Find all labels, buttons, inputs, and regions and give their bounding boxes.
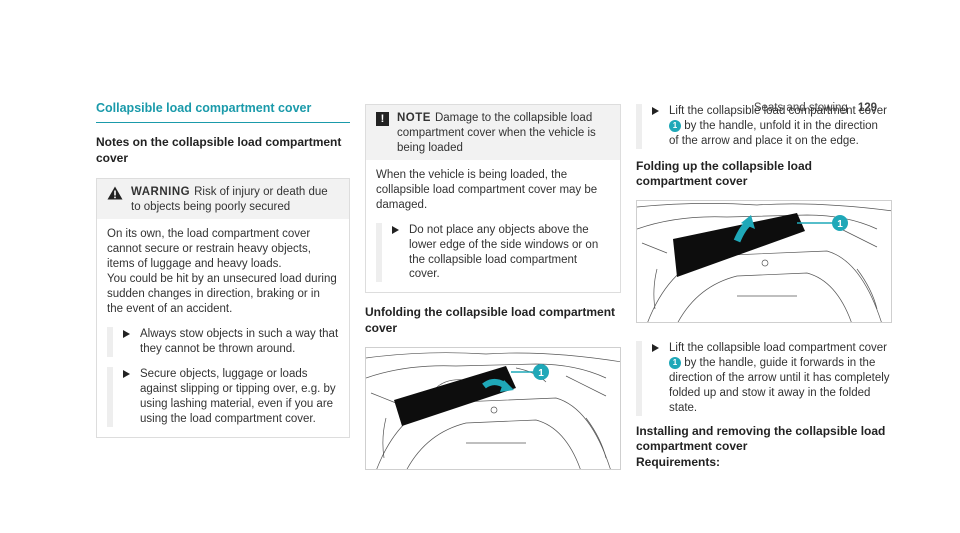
unfold-step-text: Lift the collapsible load compartment co… xyxy=(669,104,890,149)
note-step-1: Do not place any objects above the lower… xyxy=(376,222,610,283)
warning-icon xyxy=(107,186,123,200)
page-header: Seats and stowing 129 xyxy=(754,101,877,116)
warning-title-text: Risk of injury or death due to objects b… xyxy=(131,186,328,214)
step-arrow-icon xyxy=(392,225,399,234)
step-bar xyxy=(107,366,113,427)
warning-step-1-text: Always stow objects in such a way that t… xyxy=(140,327,339,355)
section-title: Collapsible load compartment cover xyxy=(96,100,350,124)
step-bar xyxy=(107,326,113,357)
unfold-step: Lift the collapsible load compartment co… xyxy=(636,104,890,149)
folding-subhead: Folding up the collapsible load compartm… xyxy=(636,158,813,189)
unfold-step-text-b: by the handle, unfold it in the directio… xyxy=(669,119,878,147)
warning-step-2: Secure objects, luggage or loads against… xyxy=(107,366,339,427)
fold-step-text: Lift the collapsible load compartment co… xyxy=(669,341,890,416)
fold-step-text-b: by the handle, guide it forwards in the … xyxy=(669,356,890,414)
unfolding-subhead: Unfolding the collapsible load compartme… xyxy=(365,305,616,335)
note-body-text: When the vehicle is being loaded, the co… xyxy=(376,168,598,211)
warning-body-2: You could be hit by an unsecured load du… xyxy=(107,273,337,315)
requirements-label: Requirements: xyxy=(636,454,721,469)
step-bar xyxy=(376,222,382,283)
warning-body: On its own, the load compartment cover c… xyxy=(97,219,349,436)
note-label: NOTE xyxy=(397,112,431,124)
column-1: Collapsible load compartment cover Notes… xyxy=(96,100,350,438)
fold-step-text-a: Lift the collapsible load compartment co… xyxy=(669,342,887,354)
warning-step-1: Always stow objects in such a way that t… xyxy=(107,326,339,357)
callout-1: 1 xyxy=(669,119,681,132)
exclamation-icon: ! xyxy=(376,112,389,126)
load-compartment-illustration: 1 xyxy=(366,351,620,469)
step-arrow-icon xyxy=(652,107,659,115)
note-body: When the vehicle is being loaded, the co… xyxy=(366,160,620,293)
warning-body-1: On its own, the load compartment cover c… xyxy=(107,228,311,271)
unfold-figure: 1 xyxy=(365,346,621,470)
step-arrow-icon xyxy=(123,369,130,378)
unfold-step-text-a: Lift the collapsible load compartment co… xyxy=(669,105,887,117)
step-bar xyxy=(636,341,642,416)
step-bar xyxy=(636,104,642,149)
notes-subhead: Notes on the collapsible load compartmen… xyxy=(96,135,342,165)
page-number: 129 xyxy=(857,102,877,114)
warning-step-2-text: Secure objects, luggage or loads against… xyxy=(140,367,336,425)
step-arrow-icon xyxy=(652,344,659,352)
figure-callout-1: 1 xyxy=(538,368,544,379)
install-subhead: Installing and removing the collapsible … xyxy=(636,423,886,454)
load-compartment-illustration: 1 xyxy=(637,203,891,322)
note-title-text: Damage to the collapsible load compartme… xyxy=(397,112,596,154)
warning-label: WARNING xyxy=(131,186,191,199)
column-3: Lift the collapsible load compartment co… xyxy=(636,104,892,470)
step-arrow-icon xyxy=(123,329,130,338)
fold-figure: 1 xyxy=(636,200,892,323)
figure-callout-1: 1 xyxy=(837,219,843,230)
note-step-1-text: Do not place any objects above the lower… xyxy=(409,223,599,281)
header-section: Seats and stowing xyxy=(753,102,848,114)
callout-1: 1 xyxy=(669,356,681,369)
fold-step: Lift the collapsible load compartment co… xyxy=(636,341,890,416)
